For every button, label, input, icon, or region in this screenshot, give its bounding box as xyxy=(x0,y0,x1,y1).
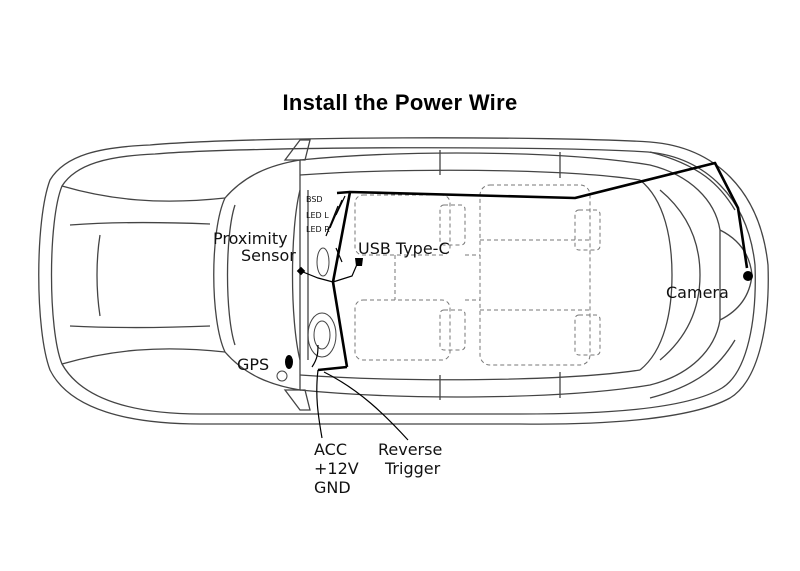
wire-bottom xyxy=(317,365,348,372)
label-reverse: Reverse xyxy=(378,440,443,459)
label-trigger: Trigger xyxy=(385,459,441,478)
dashboard xyxy=(291,189,301,361)
camera-module xyxy=(743,271,753,281)
label-sensor: Sensor xyxy=(241,246,296,265)
left-mirror xyxy=(283,139,311,161)
front-seat-right xyxy=(354,299,451,361)
reverse-wire xyxy=(323,371,409,441)
usb-wire xyxy=(332,261,359,283)
acc-wire xyxy=(316,369,323,439)
label-plus12v: +12V xyxy=(314,459,359,478)
front-seat-left xyxy=(354,194,451,256)
rear-seat xyxy=(479,184,591,366)
right-mirror xyxy=(283,389,311,411)
windshield xyxy=(213,159,301,391)
usb-connector xyxy=(355,258,363,266)
rear-window xyxy=(639,179,673,371)
label-gps: GPS xyxy=(237,355,270,374)
label-proximity: Proximity xyxy=(213,229,288,248)
wire-left-edge xyxy=(336,190,351,195)
car-body xyxy=(38,137,769,425)
cabin-outline xyxy=(299,152,721,398)
label-gnd: GND xyxy=(314,478,351,497)
gps-module xyxy=(285,355,293,369)
label-led-r: LED R xyxy=(306,225,330,234)
proximity-wire xyxy=(302,271,334,283)
label-camera: Camera xyxy=(666,283,729,302)
label-usb-type-c: USB Type-C xyxy=(358,239,450,258)
thin-wires xyxy=(302,195,409,441)
label-bsd: BSD xyxy=(306,195,323,204)
car-outer-outline xyxy=(38,137,769,425)
proximity-sensor-connector xyxy=(296,266,306,276)
power-wire xyxy=(317,161,749,372)
car-inner-outline xyxy=(50,147,756,415)
components xyxy=(285,258,753,369)
label-acc: ACC xyxy=(314,440,348,459)
interior-seats xyxy=(354,184,601,366)
diagram-title: Install the Power Wire xyxy=(282,90,518,115)
label-led-l: LED L xyxy=(306,211,329,220)
dash-details xyxy=(276,247,337,382)
